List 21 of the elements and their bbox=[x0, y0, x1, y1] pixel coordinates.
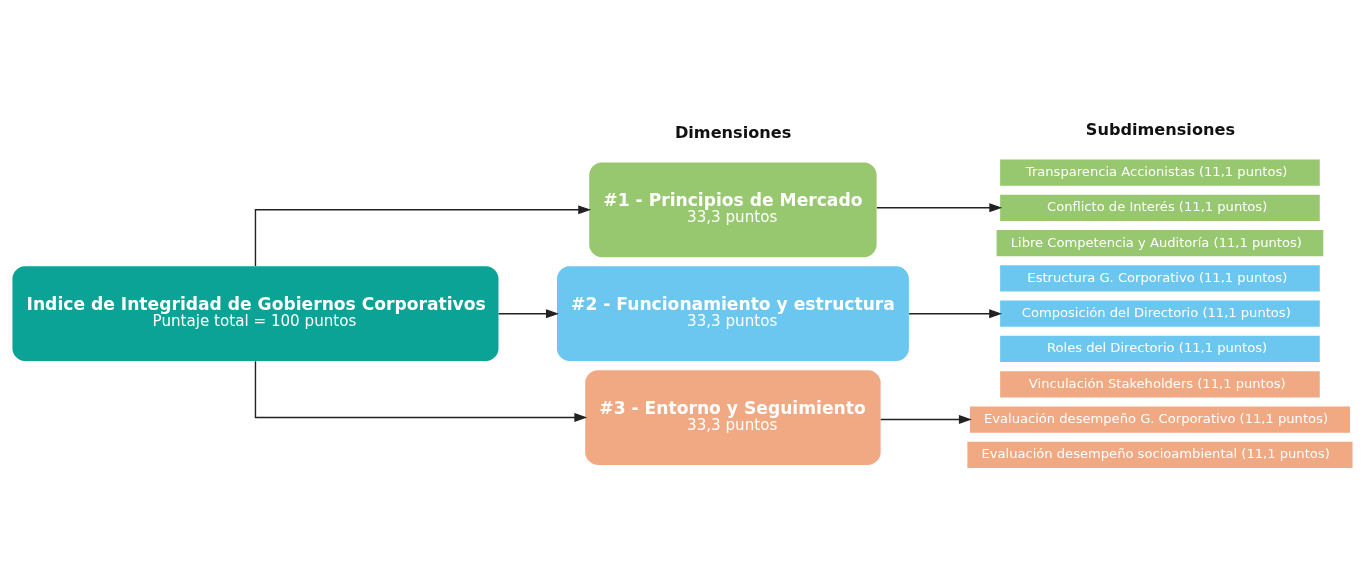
label: Subdimensiones bbox=[1085, 120, 1235, 140]
node-box: Composición del Directorio (11,1 puntos) bbox=[1000, 300, 1320, 327]
node-box: #1 - Principios de Mercado 33,3 puntos bbox=[589, 162, 877, 258]
arrow bbox=[254, 360, 588, 423]
node-box: Evaluación desempeño socioambiental (11,1 puntos) bbox=[967, 441, 1353, 468]
node-box: Conflicto de Interés (11,1 puntos) bbox=[1000, 194, 1320, 221]
arrow bbox=[498, 309, 559, 319]
arrow bbox=[880, 415, 972, 425]
node-box: Transparencia Accionistas (11,1 puntos) bbox=[1000, 159, 1320, 186]
node-box: Evaluación desempeño G. Corporativo (11,1 puntos) bbox=[969, 406, 1351, 433]
node-box: #3 - Entorno y Seguimiento 33,3 puntos bbox=[585, 370, 881, 465]
node-box: Indice de Integridad de Gobiernos Corporativos Puntaje total = 100 puntos bbox=[12, 266, 499, 362]
node-box: #2 - Funcionamiento y estructura 33,3 puntos bbox=[556, 266, 909, 362]
node-box: Libre Competencia y Auditoría (11,1 puntos) bbox=[996, 230, 1324, 257]
node-box: Estructura G. Corporativo (11,1 puntos) bbox=[1000, 265, 1320, 292]
label: Dimensiones bbox=[674, 123, 792, 143]
node-box: Roles del Directorio (11,1 puntos) bbox=[1000, 335, 1320, 363]
arrow bbox=[876, 203, 1003, 213]
arrow bbox=[254, 205, 592, 267]
node-box: Vinculación Stakeholders (11,1 puntos) bbox=[1000, 371, 1320, 398]
arrow bbox=[908, 309, 1003, 319]
